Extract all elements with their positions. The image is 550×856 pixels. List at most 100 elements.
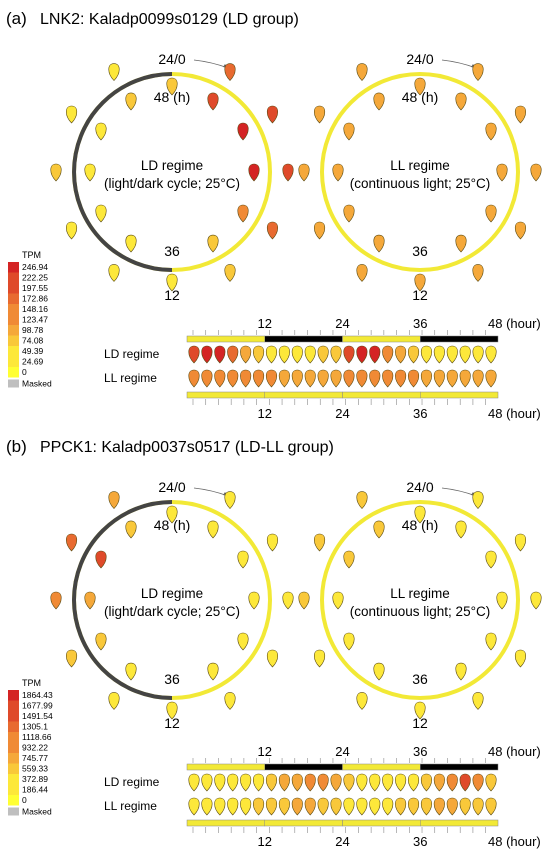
timeline-drop <box>485 369 497 388</box>
legend-swatch <box>8 742 19 753</box>
inner-drop <box>95 122 107 141</box>
regime-title: LD regime <box>141 158 203 173</box>
legend-tick: 148.16 <box>22 304 48 314</box>
inner-drop <box>237 204 249 223</box>
legend-masked: Masked <box>22 379 52 389</box>
legend-tick: 98.78 <box>22 325 44 335</box>
timeline-drop <box>240 345 252 364</box>
ring-track <box>320 500 520 700</box>
timeline-drop <box>433 773 445 792</box>
photoperiod-bar-bottom <box>342 391 421 399</box>
timeline-drop <box>317 369 329 388</box>
regime-subtitle: (light/dark cycle; 25°C) <box>104 176 240 191</box>
outer-drop <box>313 105 326 124</box>
timeline-drop <box>265 797 278 816</box>
legend-masked-swatch <box>8 807 19 816</box>
timeline-drop <box>240 797 252 816</box>
legend-title: TPM <box>22 250 41 260</box>
direction-arrow <box>193 487 229 497</box>
legend-tick: 1118.66 <box>22 732 52 742</box>
outer-drop <box>530 591 542 610</box>
timeline-drop <box>446 345 458 364</box>
legend-swatch <box>8 732 19 743</box>
legend-swatch <box>8 700 19 711</box>
timeline-drop <box>472 369 484 388</box>
timeline-drop <box>472 345 484 364</box>
timeline-drop <box>227 345 239 364</box>
timeline-drop <box>433 345 445 364</box>
inner-drop <box>125 234 137 253</box>
legend-swatch <box>8 335 19 346</box>
timeline-drop <box>188 345 200 364</box>
timeline-tick-bottom: 48 (hour) <box>488 834 541 849</box>
timeline-drop <box>343 773 355 792</box>
legend-tick: 745.77 <box>22 753 48 763</box>
timeline-tick-top: 36 <box>413 316 427 331</box>
legend-tick: 0 <box>22 367 27 377</box>
timeline-drop <box>395 345 407 364</box>
photoperiod-bar-top <box>420 335 499 343</box>
timeline-row-label: LD regime <box>104 775 160 789</box>
direction-arrow <box>441 59 477 69</box>
timeline-drop <box>304 369 316 388</box>
legend-tick: 123.47 <box>22 315 48 325</box>
inner-drop <box>248 163 260 182</box>
inner-drop <box>237 632 249 651</box>
top-drop <box>166 77 178 96</box>
timeline-drop <box>265 773 278 792</box>
timeline-row-label: LL regime <box>104 799 157 813</box>
timeline-drop <box>382 345 394 364</box>
legend-swatch <box>8 272 19 283</box>
legend-swatch <box>8 690 19 701</box>
photoperiod-bar-bottom <box>420 819 499 827</box>
timeline-drop <box>304 797 316 816</box>
legend-tick: 24.69 <box>22 357 44 367</box>
timeline-drop <box>227 369 239 388</box>
outer-drop <box>266 649 279 668</box>
top-drop <box>414 77 426 96</box>
inner-drop <box>237 122 249 141</box>
timeline-tick-bottom: 48 (hour) <box>488 406 541 421</box>
timeline-drop <box>459 369 471 388</box>
outer-drop <box>298 591 310 610</box>
timeline-drop <box>214 797 226 816</box>
timeline-drop <box>485 797 497 816</box>
legend-swatch <box>8 774 19 785</box>
timeline-drop <box>214 345 226 364</box>
legend-tick: 1491.54 <box>22 711 53 721</box>
timeline-drop <box>240 773 252 792</box>
timeline-drop <box>446 773 458 792</box>
timeline-row-label: LL regime <box>104 371 157 385</box>
legend-tick: 372.89 <box>22 774 48 784</box>
timeline-drop <box>446 797 458 816</box>
timeline-tick-bottom: 36 <box>413 834 427 849</box>
outer-drop <box>514 221 527 240</box>
inner-drop <box>485 122 497 141</box>
timeline-drop <box>201 345 213 364</box>
timeline-drop <box>446 369 458 388</box>
inner-drop <box>84 591 96 610</box>
timeline-drop <box>214 773 226 792</box>
timeline-drop <box>407 345 420 364</box>
photoperiod-bar-top <box>186 335 265 343</box>
legend-title: TPM <box>22 678 41 688</box>
timeline-tick-bottom: 36 <box>413 406 427 421</box>
photoperiod-bar-top <box>342 335 421 343</box>
legend-swatch <box>8 721 19 732</box>
outer-drop <box>224 63 236 81</box>
timeline-drop <box>265 369 278 388</box>
outer-drop <box>65 533 78 552</box>
timeline-drop <box>330 345 342 364</box>
timeline-drop <box>304 345 316 364</box>
timeline-drop <box>330 797 342 816</box>
time-label-48: 48 (h) <box>154 89 191 105</box>
time-label-36: 36 <box>412 243 428 259</box>
timeline-drop <box>395 773 407 792</box>
outer-drop <box>65 649 78 668</box>
legend-swatch <box>8 293 19 304</box>
outer-drop <box>356 264 368 282</box>
timeline-drop <box>253 345 265 364</box>
